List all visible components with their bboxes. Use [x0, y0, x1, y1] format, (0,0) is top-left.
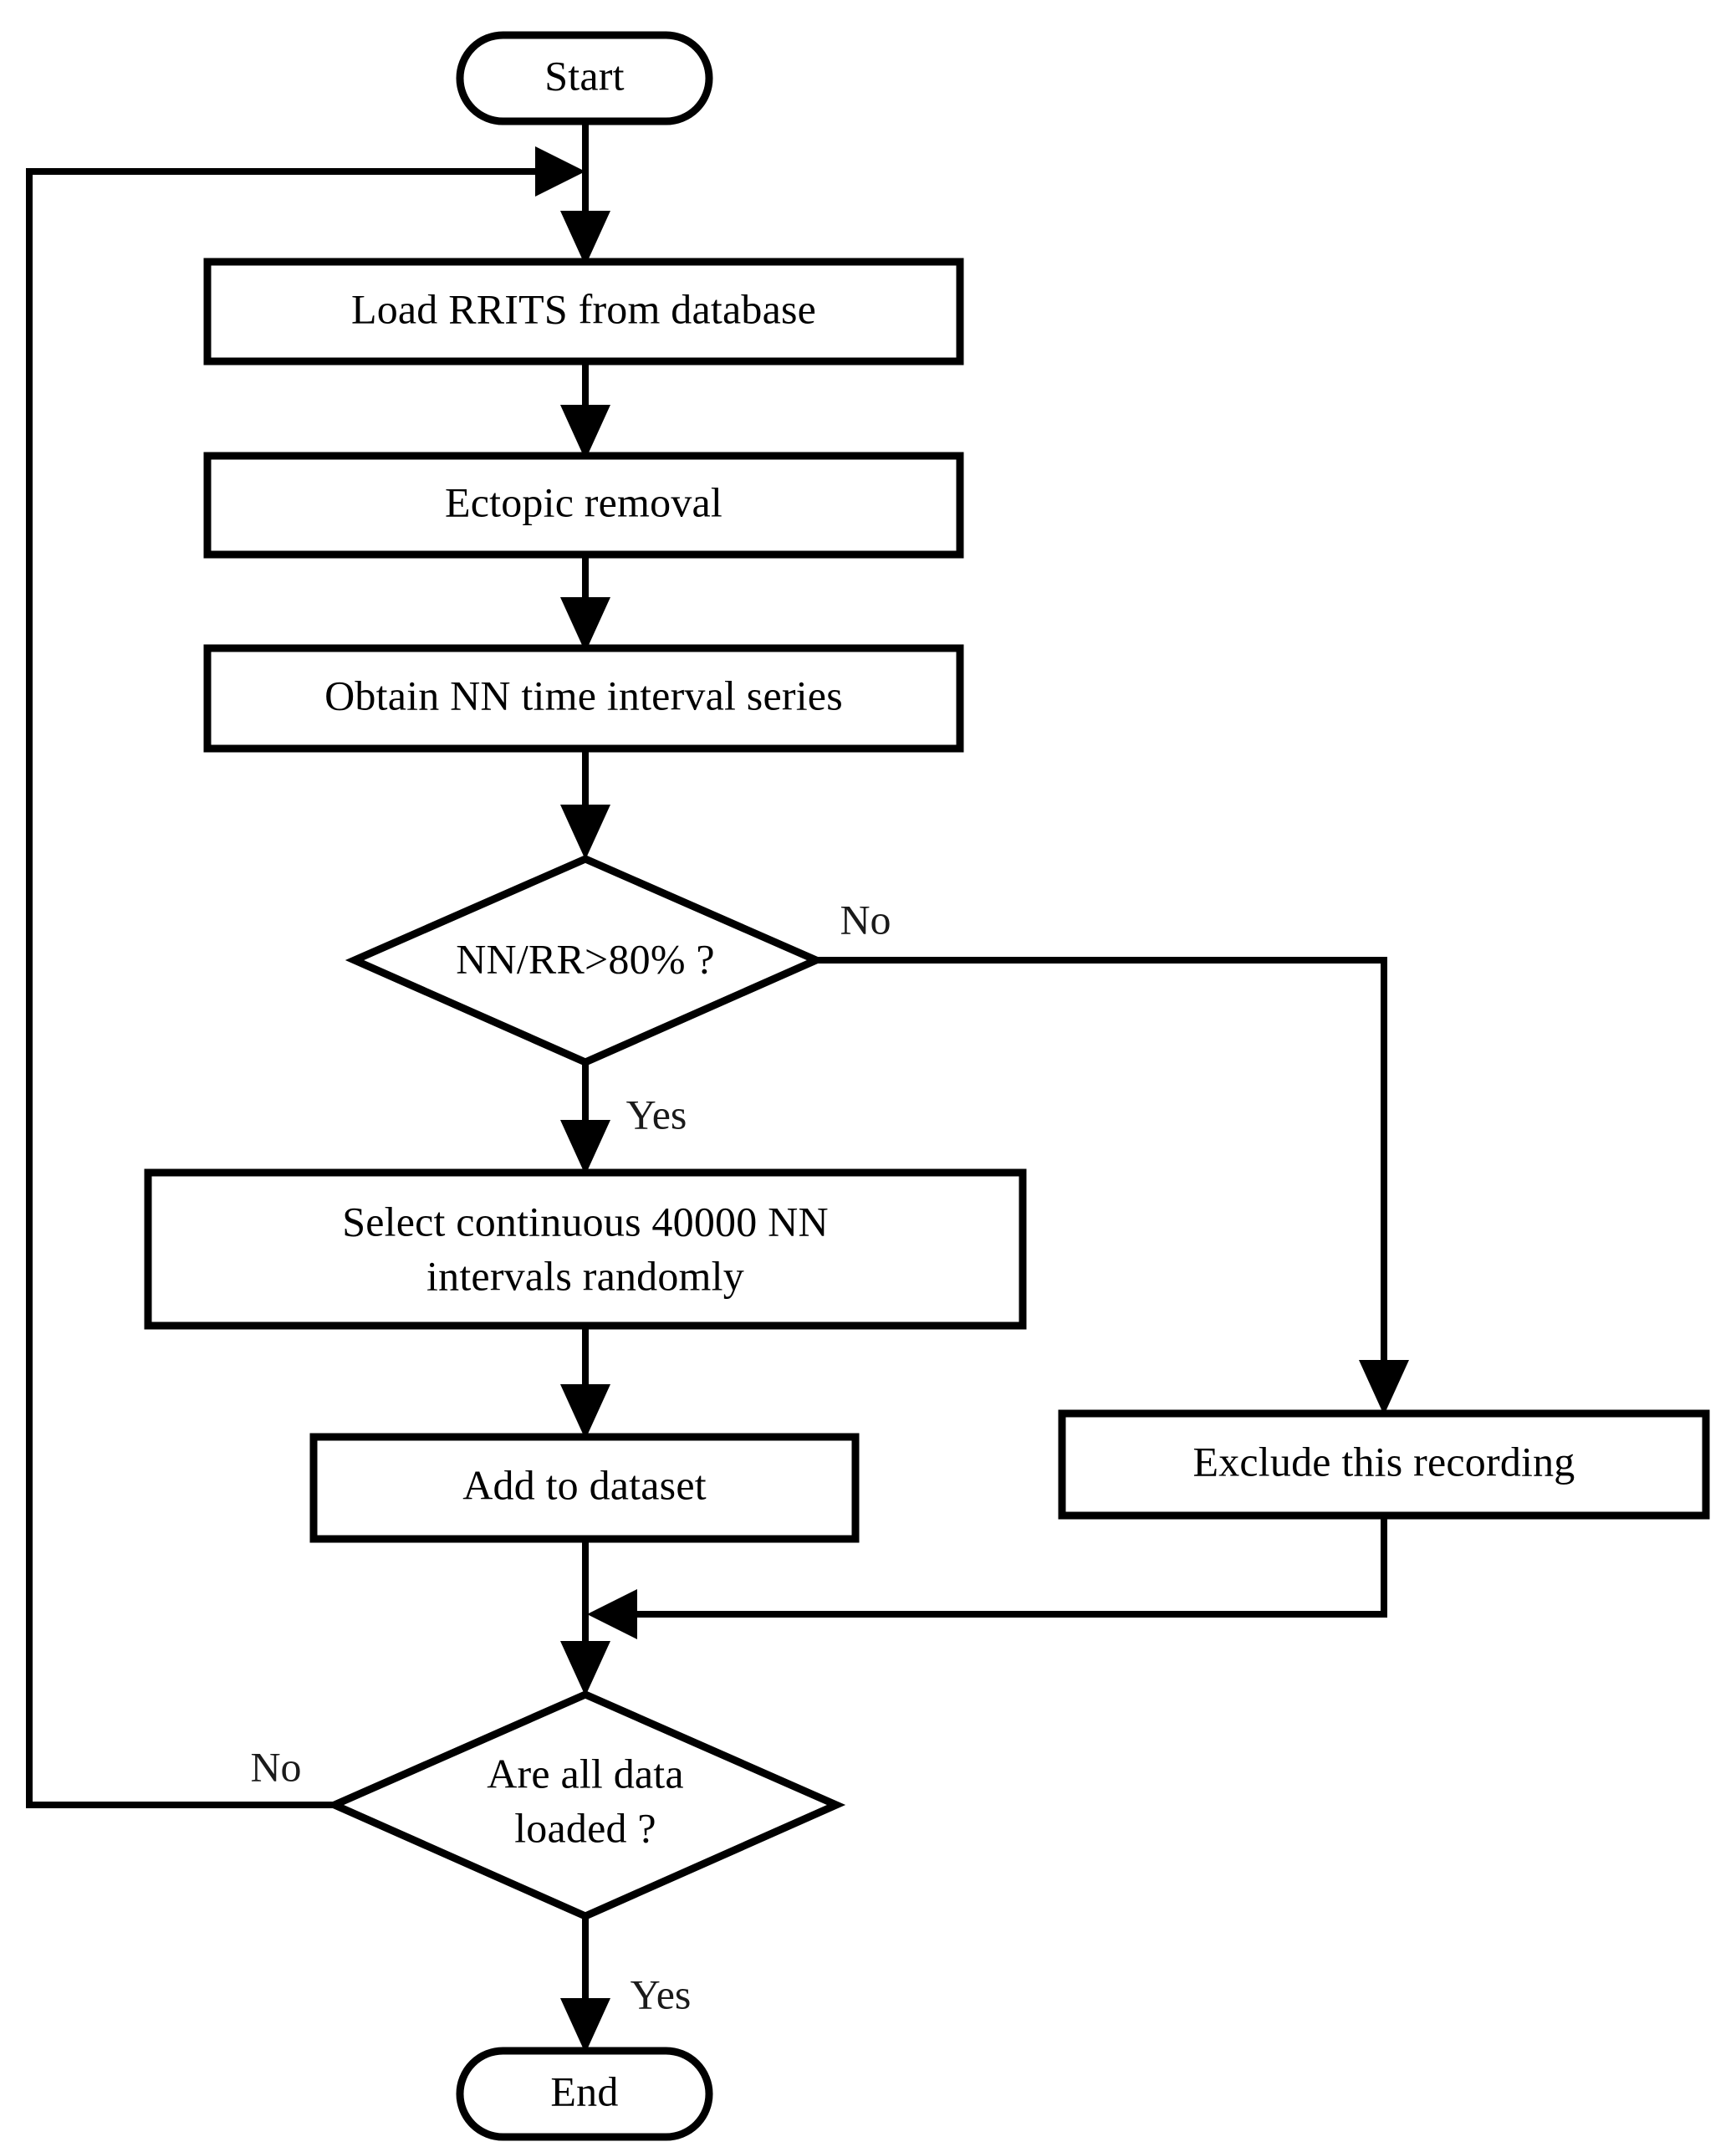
edge-select-to-add [560, 1326, 610, 1439]
edge-add-to-decision-all [560, 1539, 610, 1696]
edge-decision-ratio-no [816, 957, 1409, 1415]
node-start[interactable]: Start [456, 31, 713, 125]
edge-label-ratio-no: No [840, 896, 891, 943]
edge-load-to-ectopic [560, 361, 610, 460]
node-obtain-nn-label: Obtain NN time interval series [324, 672, 843, 718]
edge-decision-ratio-yes [560, 1062, 610, 1175]
edge-decision-all-no-loopback [26, 146, 585, 1808]
edge-label-all-loaded-no: No [250, 1743, 301, 1790]
node-exclude-recording-label: Exclude this recording [1192, 1438, 1575, 1485]
node-obtain-nn[interactable]: Obtain NN time interval series [203, 644, 964, 753]
edge-label-ratio-yes: Yes [626, 1091, 687, 1137]
node-decision-all-loaded[interactable]: Are all data loaded ? [324, 1690, 846, 1920]
node-load-rrits[interactable]: Load RRITS from database [203, 258, 964, 366]
edge-ectopic-to-obtain [560, 555, 610, 652]
node-decision-all-loaded-label-line1: Are all data [487, 1750, 684, 1797]
node-select-intervals-label-line1: Select continuous 40000 NN [342, 1198, 829, 1245]
node-select-intervals-label-line2: intervals randomly [426, 1252, 744, 1299]
node-ectopic-removal[interactable]: Ectopic removal [203, 452, 964, 559]
node-exclude-recording[interactable]: Exclude this recording [1058, 1409, 1710, 1520]
node-select-intervals[interactable]: Select continuous 40000 NN intervals ran… [144, 1168, 1027, 1330]
node-start-label: Start [544, 52, 624, 99]
node-end-label: End [550, 2068, 618, 2114]
node-decision-all-loaded-label-line2: loaded ? [514, 1804, 656, 1851]
edge-start-to-load [560, 121, 610, 266]
edge-decision-all-yes-to-end [560, 1916, 610, 2053]
node-load-rrits-label: Load RRITS from database [351, 285, 816, 332]
edge-obtain-to-decision-ratio [560, 749, 610, 860]
node-add-to-dataset-label: Add to dataset [462, 1461, 707, 1508]
node-decision-ratio-label: NN/RR>80% ? [456, 935, 715, 982]
node-decision-ratio[interactable]: NN/RR>80% ? [345, 855, 826, 1066]
node-ectopic-removal-label: Ectopic removal [445, 478, 722, 525]
edge-exclude-to-merge [587, 1516, 1387, 1639]
node-end[interactable]: End [456, 2047, 713, 2141]
node-add-to-dataset[interactable]: Add to dataset [309, 1433, 860, 1543]
edge-label-all-loaded-yes: Yes [631, 1971, 692, 2017]
